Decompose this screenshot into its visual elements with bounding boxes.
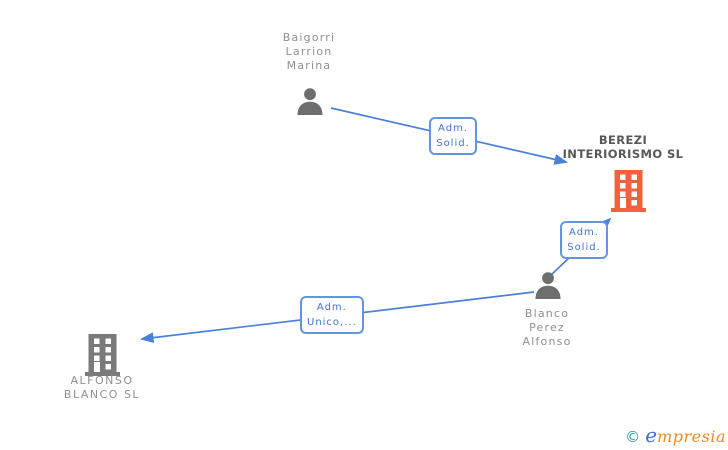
copyright-icon: © <box>625 428 641 446</box>
edge-label-adm-unico: Adm. Unico,... <box>300 296 364 334</box>
node-label-alfonso-blanco-sl[interactable]: ALFONSO BLANCO SL <box>63 374 141 401</box>
node-label-blanco-perez-alfonso[interactable]: Blanco Perez Alfonso <box>522 307 572 348</box>
node-label-berezi-interiorismo-sl[interactable]: BEREZI INTERIORISMO SL <box>562 133 684 161</box>
person-icon-baigorri[interactable] <box>296 88 324 119</box>
edge-label-adm-solid-1: Adm. Solid. <box>429 117 477 155</box>
edge-label-adm-solid-2: Adm. Solid. <box>560 221 608 259</box>
company-icon-alfonso-blanco[interactable] <box>85 334 120 380</box>
person-icon-blanco[interactable] <box>534 272 562 303</box>
node-label-baigorri-larrion-marina[interactable]: Baigorri Larrion Marina <box>282 31 336 72</box>
company-icon-berezi[interactable] <box>611 170 646 216</box>
brand-text: mpresia <box>657 427 726 446</box>
brand-letter-e: e <box>645 423 658 447</box>
empresia-logo[interactable]: © empresia <box>625 423 726 447</box>
